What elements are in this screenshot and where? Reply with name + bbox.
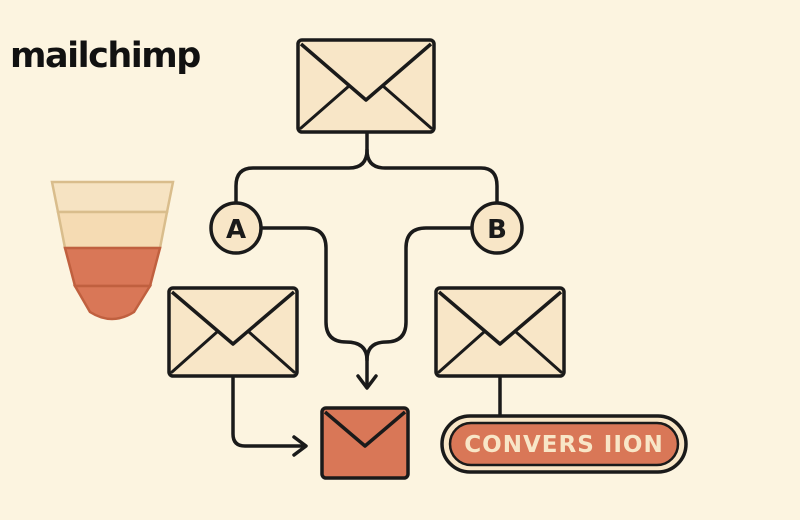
branch-node-b: B: [470, 201, 524, 255]
connector-a-to-center: [260, 226, 369, 386]
branch-label-b: B: [487, 215, 507, 245]
connector-b-to-center: [365, 226, 473, 362]
arrowhead-right: [292, 435, 308, 457]
connector-top-split-right: [365, 148, 499, 208]
mailchimp-logo: mailchimp: [10, 36, 201, 76]
arrowhead-down: [356, 374, 378, 390]
branch-label-a: A: [226, 215, 246, 245]
branch-node-a: A: [209, 201, 263, 255]
email-envelope-top-icon: [296, 38, 436, 134]
funnel-icon: [50, 180, 175, 321]
email-envelope-result-icon: [320, 406, 410, 480]
connector-left-to-small: [231, 376, 307, 448]
email-envelope-variant-a-icon: [167, 286, 299, 378]
email-envelope-variant-b-icon: [434, 286, 566, 378]
connector-top-split: [234, 130, 369, 208]
conversion-label: CONVERS IION: [464, 432, 663, 458]
conversion-pill: CONVERS IION: [440, 414, 688, 474]
